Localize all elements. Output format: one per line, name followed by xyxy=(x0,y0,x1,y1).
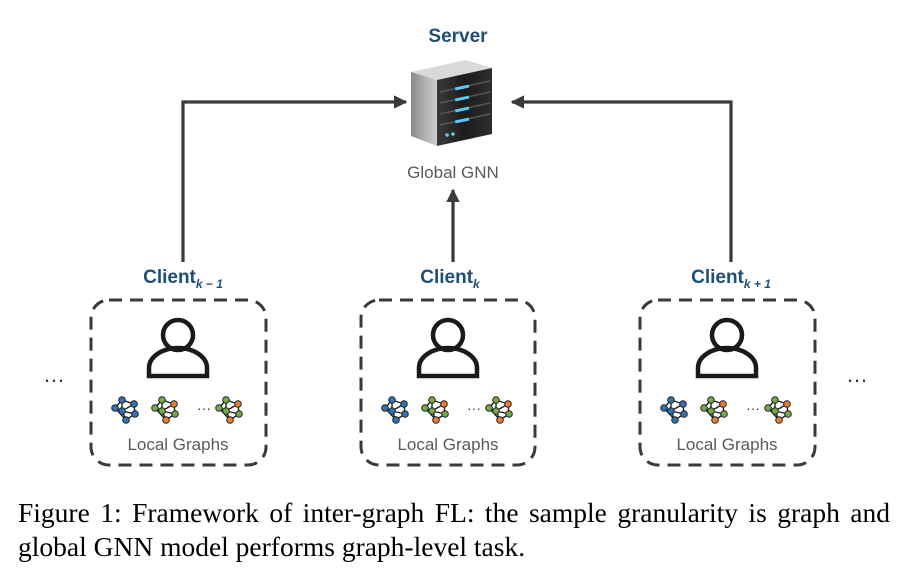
network-graph-icon xyxy=(215,396,243,424)
network-graph-icon xyxy=(700,396,728,424)
network-graph-icon xyxy=(151,396,179,424)
client-label-center: Clientk xyxy=(420,267,481,291)
global-model-label: Global GNN xyxy=(407,163,499,182)
user-outline-icon xyxy=(416,317,480,379)
client-box-right xyxy=(638,298,817,467)
user-outline-icon xyxy=(146,317,210,379)
graph-ellipsis: ··· xyxy=(746,400,760,416)
local-graphs-label-right: Local Graphs xyxy=(676,435,777,454)
network-graph-icon xyxy=(764,396,792,424)
client-box-center xyxy=(359,298,537,467)
server-title: Server xyxy=(428,26,488,47)
server-rack-icon xyxy=(411,60,492,146)
graph-ellipsis: ··· xyxy=(197,400,211,416)
more-clients-left-ellipsis: … xyxy=(43,362,65,387)
arrow-right-client-to-server xyxy=(510,95,733,262)
client-box-left xyxy=(89,298,268,467)
aggregation-arrows xyxy=(181,95,733,262)
network-graph-icon xyxy=(381,396,409,424)
graph-ellipsis: ··· xyxy=(467,400,481,416)
network-graph-icon xyxy=(421,396,449,424)
local-graphs-label-left: Local Graphs xyxy=(127,435,228,454)
network-graph-icon xyxy=(660,396,688,424)
figure-caption: Figure 1: Framework of inter-graph FL: t… xyxy=(18,497,890,562)
client-label-left: Clientk − 1 xyxy=(143,267,223,291)
more-clients-right-ellipsis: … xyxy=(846,362,868,387)
local-graphs-label-center: Local Graphs xyxy=(397,435,498,454)
local-graph-icons-center xyxy=(381,396,513,424)
arrow-left-client-to-server xyxy=(181,95,408,262)
network-graph-icon xyxy=(111,396,139,424)
user-outline-icon xyxy=(695,317,759,379)
local-graph-icons-right xyxy=(660,396,792,424)
network-graph-icon xyxy=(485,396,513,424)
client-label-right: Clientk + 1 xyxy=(691,267,771,291)
local-graph-icons-left xyxy=(111,396,243,424)
